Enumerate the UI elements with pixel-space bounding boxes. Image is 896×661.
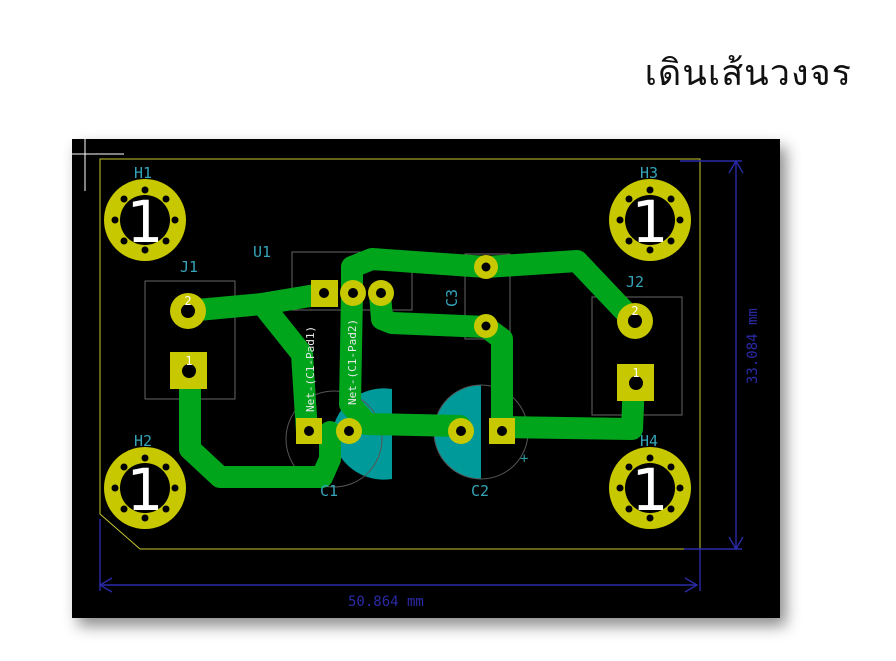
trace-u1-c1[interactable]	[251, 293, 318, 443]
c1-pad-1[interactable]	[296, 418, 322, 444]
u1-pad-3[interactable]	[368, 280, 394, 306]
pin-number: 1	[185, 354, 192, 368]
u1-pad-1[interactable]	[311, 280, 338, 307]
board-outline	[99, 158, 701, 550]
c2-pad-1[interactable]	[489, 418, 515, 444]
refdes-j2: J2	[626, 273, 644, 291]
dimension-width-label: 50.864 mm	[348, 594, 424, 610]
refdes-c3: C3	[443, 289, 461, 307]
refdes-h1: H1	[134, 164, 152, 182]
trace-c1-c2[interactable]	[339, 283, 471, 437]
pcb-canvas[interactable]: 50.864 mm 33.084 mm + 1	[72, 139, 780, 618]
dimension-height-label: 33.084 mm	[745, 308, 761, 384]
j2-pad-1[interactable]: 1	[617, 364, 654, 401]
hole-number: 1	[127, 456, 164, 524]
j1-pad-1[interactable]: 1	[170, 352, 207, 389]
hole-number: 1	[127, 188, 164, 256]
refdes-j1: J1	[180, 258, 198, 276]
mounting-hole-h1[interactable]: 1	[104, 179, 186, 261]
c3-pad-1[interactable]	[474, 255, 498, 279]
c2-polarity: +	[520, 451, 528, 467]
net-label-c1-pad1: Net-(C1-Pad1)	[304, 326, 317, 412]
refdes-u1: U1	[253, 243, 271, 261]
j2-pad-2[interactable]: 2	[617, 303, 653, 339]
crosshair-icon	[72, 139, 124, 191]
refdes-h3: H3	[640, 164, 658, 182]
trace-u1-j2[interactable]	[341, 248, 643, 330]
trace-j1-c1[interactable]	[179, 360, 341, 488]
copper-traces[interactable]	[176, 248, 645, 488]
c1-pad-2[interactable]	[336, 418, 362, 444]
refdes-h4: H4	[640, 432, 658, 450]
j1-pad-2[interactable]: 2	[170, 293, 206, 329]
dimension-height	[680, 159, 744, 551]
pin-number: 2	[631, 304, 638, 318]
hole-number: 1	[632, 188, 669, 256]
c2-pad-2[interactable]	[448, 418, 474, 444]
refdes-h2: H2	[134, 432, 152, 450]
trace-u1-c3[interactable]	[369, 283, 497, 338]
mounting-hole-h2[interactable]: 1	[104, 447, 186, 529]
net-label-c1-pad2: Net-(C1-Pad2)	[346, 319, 359, 405]
c1-outline	[285, 390, 383, 488]
refdes-c2: C2	[471, 482, 489, 500]
pin-number: 2	[184, 294, 191, 308]
pcb-board[interactable]: 50.864 mm 33.084 mm + 1	[72, 139, 780, 618]
dimension-width	[98, 519, 701, 593]
page-title: เดินเส้นวงจร	[644, 53, 852, 94]
u1-pad-2[interactable]	[340, 280, 366, 306]
pin-number: 1	[632, 366, 639, 380]
refdes-c1: C1	[320, 482, 338, 500]
mounting-hole-h4[interactable]: 1	[609, 447, 691, 529]
c3-pad-2[interactable]	[474, 314, 498, 338]
hole-number: 1	[632, 456, 669, 524]
mounting-hole-h3[interactable]: 1	[609, 179, 691, 261]
